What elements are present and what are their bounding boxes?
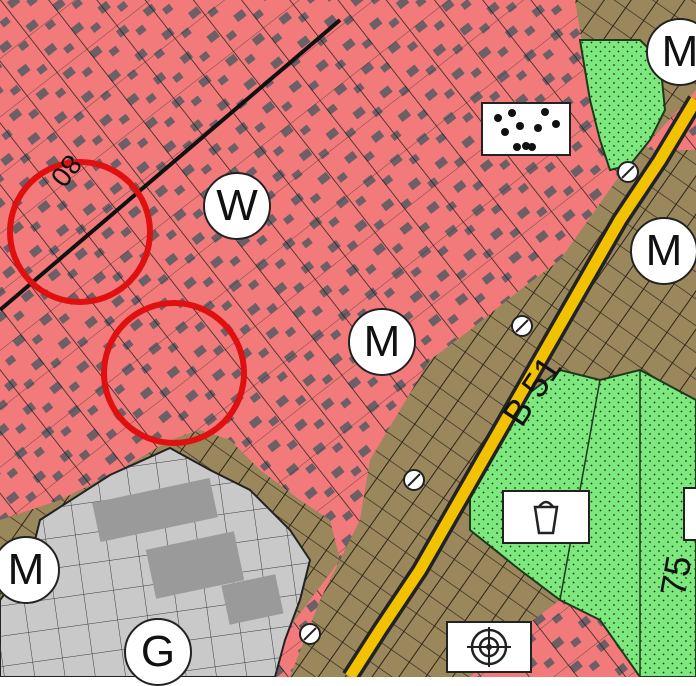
road-node-symbol [511,315,533,337]
road-node-symbol [299,623,321,645]
zone-label-g: G [124,618,192,686]
zone-label-w: W [203,172,271,240]
railway-line [0,18,342,312]
waste-bin-symbol [502,490,590,544]
road-label-75: 75 [652,552,696,600]
playground-symbol [481,102,571,156]
zone-label-m-right: M [630,217,696,285]
zone-label-m-left: M [0,536,60,604]
main-road-b51-fill [345,97,696,677]
partial-box-right [683,487,696,541]
zone-label-m-center: M [348,308,416,376]
highlight-marker [7,159,153,305]
road-node-symbol [403,469,425,491]
target-range-symbol [446,621,532,673]
industrial-building [92,477,218,543]
industrial-building [221,574,284,625]
green-zone-north-dots [580,40,665,170]
road-node-symbol [617,161,639,183]
highlight-marker [101,300,247,446]
industrial-building [145,531,245,599]
zone-label-m-top-right: M [646,18,696,86]
